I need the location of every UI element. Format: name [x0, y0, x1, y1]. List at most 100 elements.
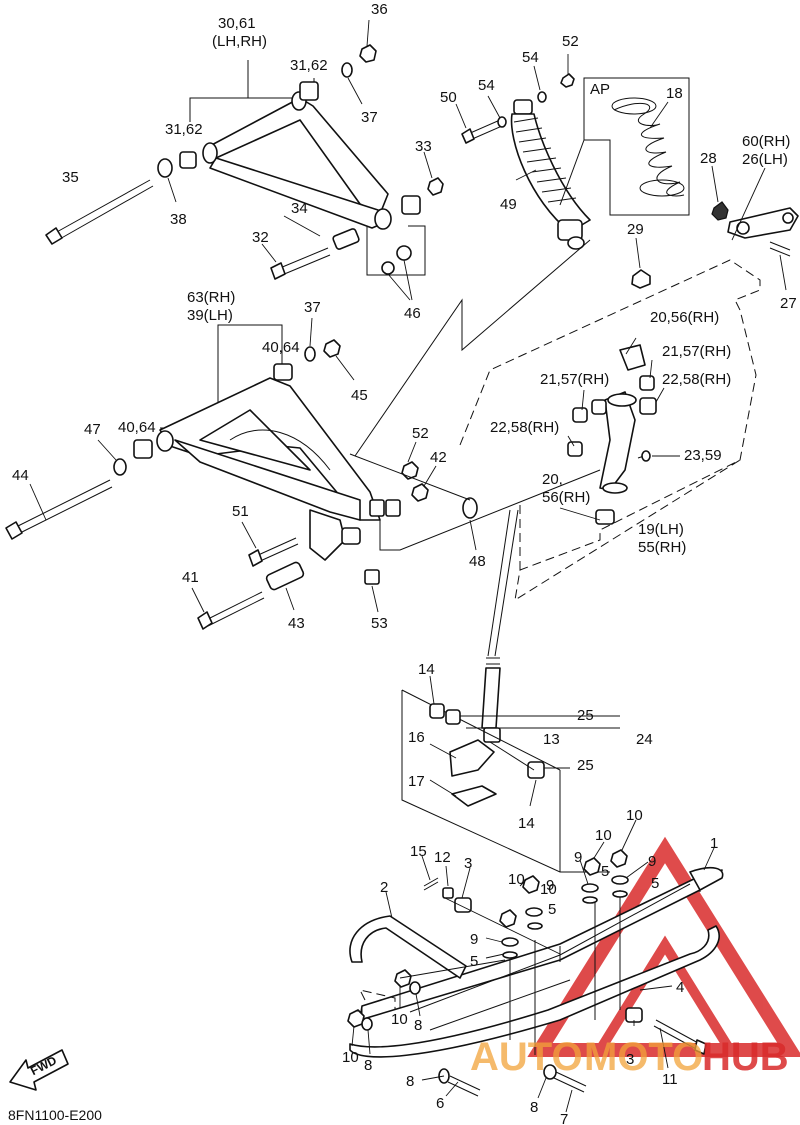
watermark-text: AUTO MOTO HUB: [470, 1035, 789, 1079]
callout-label: 19(LH): [638, 521, 684, 538]
callout-label: 41: [182, 569, 199, 586]
callout-label: 5: [548, 901, 556, 918]
callout-label: 52: [562, 33, 579, 50]
callout-label: 55(RH): [638, 539, 686, 556]
callout-label: 5: [601, 863, 609, 880]
callout-label: 49: [500, 196, 517, 213]
ski-assembly: [347, 849, 724, 1097]
diagram-code: 8FN1100-E200: [8, 1107, 102, 1123]
callout-label: 46: [404, 305, 421, 322]
callout-label: 45: [351, 387, 368, 404]
callout-label: 44: [12, 467, 29, 484]
callout-label: 40,64: [262, 339, 300, 356]
callout-label: 5: [470, 953, 478, 970]
callout-label: 54: [522, 49, 539, 66]
callout-label: 4: [676, 979, 684, 996]
callout-label: 27: [780, 295, 797, 312]
upper-arm-assembly: [45, 44, 444, 301]
callout-label: 50: [440, 89, 457, 106]
callout-label: (LH,RH): [212, 33, 267, 50]
watermark-logo: [527, 836, 800, 1057]
callout-labels: 30,61 (LH,RH) 36 31,62 37 31,62 35 38 33…: [12, 1, 797, 1125]
spring-icon: [611, 97, 685, 197]
callout-label: 37: [361, 109, 378, 126]
callout-label: 36: [371, 1, 388, 18]
callout-label: 8: [414, 1017, 422, 1034]
callout-label: 2: [380, 879, 388, 896]
callout-label: 1: [710, 835, 718, 852]
callout-label: 21,57(RH): [662, 343, 731, 360]
callout-label: 20,: [542, 471, 563, 488]
front-arm-bracket: [631, 167, 799, 289]
callout-label: 11: [662, 1071, 678, 1088]
callout-label: 15: [410, 843, 427, 860]
spindle-housing-group: [459, 259, 761, 602]
callout-label: 38: [170, 211, 187, 228]
callout-label: 13: [543, 731, 560, 748]
callout-label: 43: [288, 615, 305, 632]
callout-label: 54: [478, 77, 495, 94]
callout-label: 35: [62, 169, 79, 186]
callout-label: 34: [291, 200, 308, 217]
callout-label: 10: [595, 827, 612, 844]
callout-label: 22,58(RH): [662, 371, 731, 388]
forward-arrow-icon: FWD: [9, 1049, 69, 1091]
callout-label: 48: [469, 553, 486, 570]
callout-label: 53: [371, 615, 388, 632]
callout-label: 28: [700, 150, 717, 167]
callout-label: 31,62: [165, 121, 203, 138]
callout-label: 12: [434, 849, 451, 866]
callout-label: 25: [577, 757, 594, 774]
callout-label: 9: [648, 853, 656, 870]
callout-label: 9: [574, 849, 582, 866]
callout-label: 40,64: [118, 419, 156, 436]
callout-label: 14: [518, 815, 535, 832]
callout-label: 47: [84, 421, 101, 438]
callout-label: 33: [415, 138, 432, 155]
callout-label: 6: [436, 1095, 444, 1112]
callout-label: 29: [627, 221, 644, 238]
callout-leaders: [29, 19, 787, 1113]
callout-label: 3: [464, 855, 472, 872]
callout-label: 8: [364, 1057, 372, 1074]
callout-label: 56(RH): [542, 489, 590, 506]
callout-label: 10: [508, 871, 525, 888]
callout-label: 10: [540, 881, 557, 898]
callout-label: 5: [651, 875, 659, 892]
callout-label: 20,56(RH): [650, 309, 719, 326]
callout-label: 52: [412, 425, 429, 442]
shock-absorber: [461, 73, 690, 250]
callout-label: 18: [666, 85, 683, 102]
callout-label: 16: [408, 729, 425, 746]
callout-label: 37: [304, 299, 321, 316]
watermark-word-a: AUTO: [470, 1035, 583, 1079]
callout-label: 21,57(RH): [540, 371, 609, 388]
callout-label: 10: [342, 1049, 359, 1066]
callout-label: 25: [577, 707, 594, 724]
callout-label: 63(RH): [187, 289, 235, 306]
watermark-word-b: MOTO: [584, 1035, 703, 1079]
callout-label: 22,58(RH): [490, 419, 559, 436]
callout-label: 8: [406, 1073, 414, 1090]
steering-column: [401, 509, 620, 873]
callout-label: 26(LH): [742, 151, 788, 168]
callout-label: 10: [391, 1011, 408, 1028]
callout-label: 23,59: [684, 447, 722, 464]
callout-label: 17: [408, 773, 425, 790]
callout-label: 32: [252, 229, 269, 246]
callout-label: 24: [636, 731, 653, 748]
inset-label: AP: [590, 81, 610, 98]
callout-label: 39(LH): [187, 307, 233, 324]
callout-label: 14: [418, 661, 435, 678]
watermark-word-c: HUB: [702, 1035, 789, 1079]
callout-label: 42: [430, 449, 447, 466]
callout-label: 9: [546, 877, 554, 894]
callout-label: 8: [530, 1099, 538, 1116]
callout-label: 60(RH): [742, 133, 790, 150]
callout-label: 7: [560, 1111, 568, 1125]
callout-label: 9: [470, 931, 478, 948]
callout-label: 30,61: [218, 15, 256, 32]
callout-label: 10: [626, 807, 643, 824]
callout-label: 51: [232, 503, 249, 520]
